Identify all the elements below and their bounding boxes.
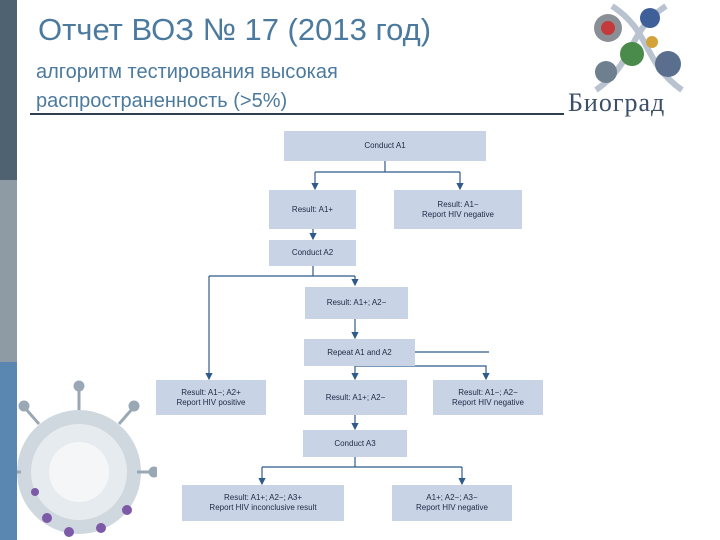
left-accent-bar-bottom [0,362,17,540]
result-a1-neg-a2-pos-label: Result: A1−; A2+ [181,387,241,397]
result-a1-negative-label: Result: A1− [437,199,479,209]
report-hiv-negative-label: Report HIV negative [421,209,495,219]
report-hiv-negative-3-label: Report HIV negative [415,503,489,512]
report-hiv-inconclusive-label: Report HIV inconclusive result [209,503,317,512]
step-repeat-a1-a2: Repeat A1 and A2 [304,339,415,366]
step-conduct-a2: Conduct A2 [269,240,356,266]
step-conduct-a1: Conduct A1 [284,131,486,161]
result-repeat-a1-pos-a2-neg: Result: A1+; A2− [304,380,407,415]
result-a1-pos-a2-neg: Result: A1+; A2− [305,287,408,319]
result-a1-positive: Result: A1+ [269,190,356,229]
biograd-logo-icon [594,3,684,93]
result-a1-pos-a2-neg-label: Result: A1+; A2− [326,298,387,307]
report-hiv-positive-label: Report HIV positive [176,397,246,407]
report-hiv-negative-2-label: Report HIV negative [451,397,525,407]
step-repeat-a1-a2-label: Repeat A1 and A2 [327,347,392,357]
result-a1-positive-label: Result: A1+ [291,204,334,214]
result-a3-negative: A1+; A2−; A3− Report HIV negative [392,485,512,521]
result-a3-positive-label: Result: A1+; A2−; A3+ [223,493,303,502]
logo-wordmark: Биоград [568,88,666,117]
result-a1-neg-a2-pos: Result: A1−; A2+ Report HIV positive [156,380,266,415]
left-accent-bar-top [0,0,17,180]
virus-illustration-icon [17,380,157,537]
slide-title: Отчет ВОЗ № 17 (2013 год) [38,12,432,47]
result-a3-negative-label: A1+; A2−; A3− [426,493,478,502]
step-conduct-a3-label: Conduct A3 [334,438,376,448]
title-divider [30,113,564,115]
result-a1-negative: Result: A1− Report HIV negative [394,190,522,229]
step-conduct-a3: Conduct A3 [303,430,407,457]
result-a1-neg-a2-neg: Result: A1−; A2− Report HIV negative [433,380,543,415]
slide-subtitle: алгоритм тестирования высокая распростра… [36,61,338,112]
step-conduct-a2-label: Conduct A2 [291,248,334,257]
result-a3-positive: Result: A1+; A2−; A3+ Report HIV inconcl… [182,485,344,521]
result-a1-neg-a2-neg-label: Result: A1−; A2− [458,387,518,397]
left-accent-bar-middle [0,180,17,362]
result-repeat-a1-pos-a2-neg-label: Result: A1+; A2− [325,392,386,402]
step-conduct-a1-label: Conduct A1 [364,141,406,150]
